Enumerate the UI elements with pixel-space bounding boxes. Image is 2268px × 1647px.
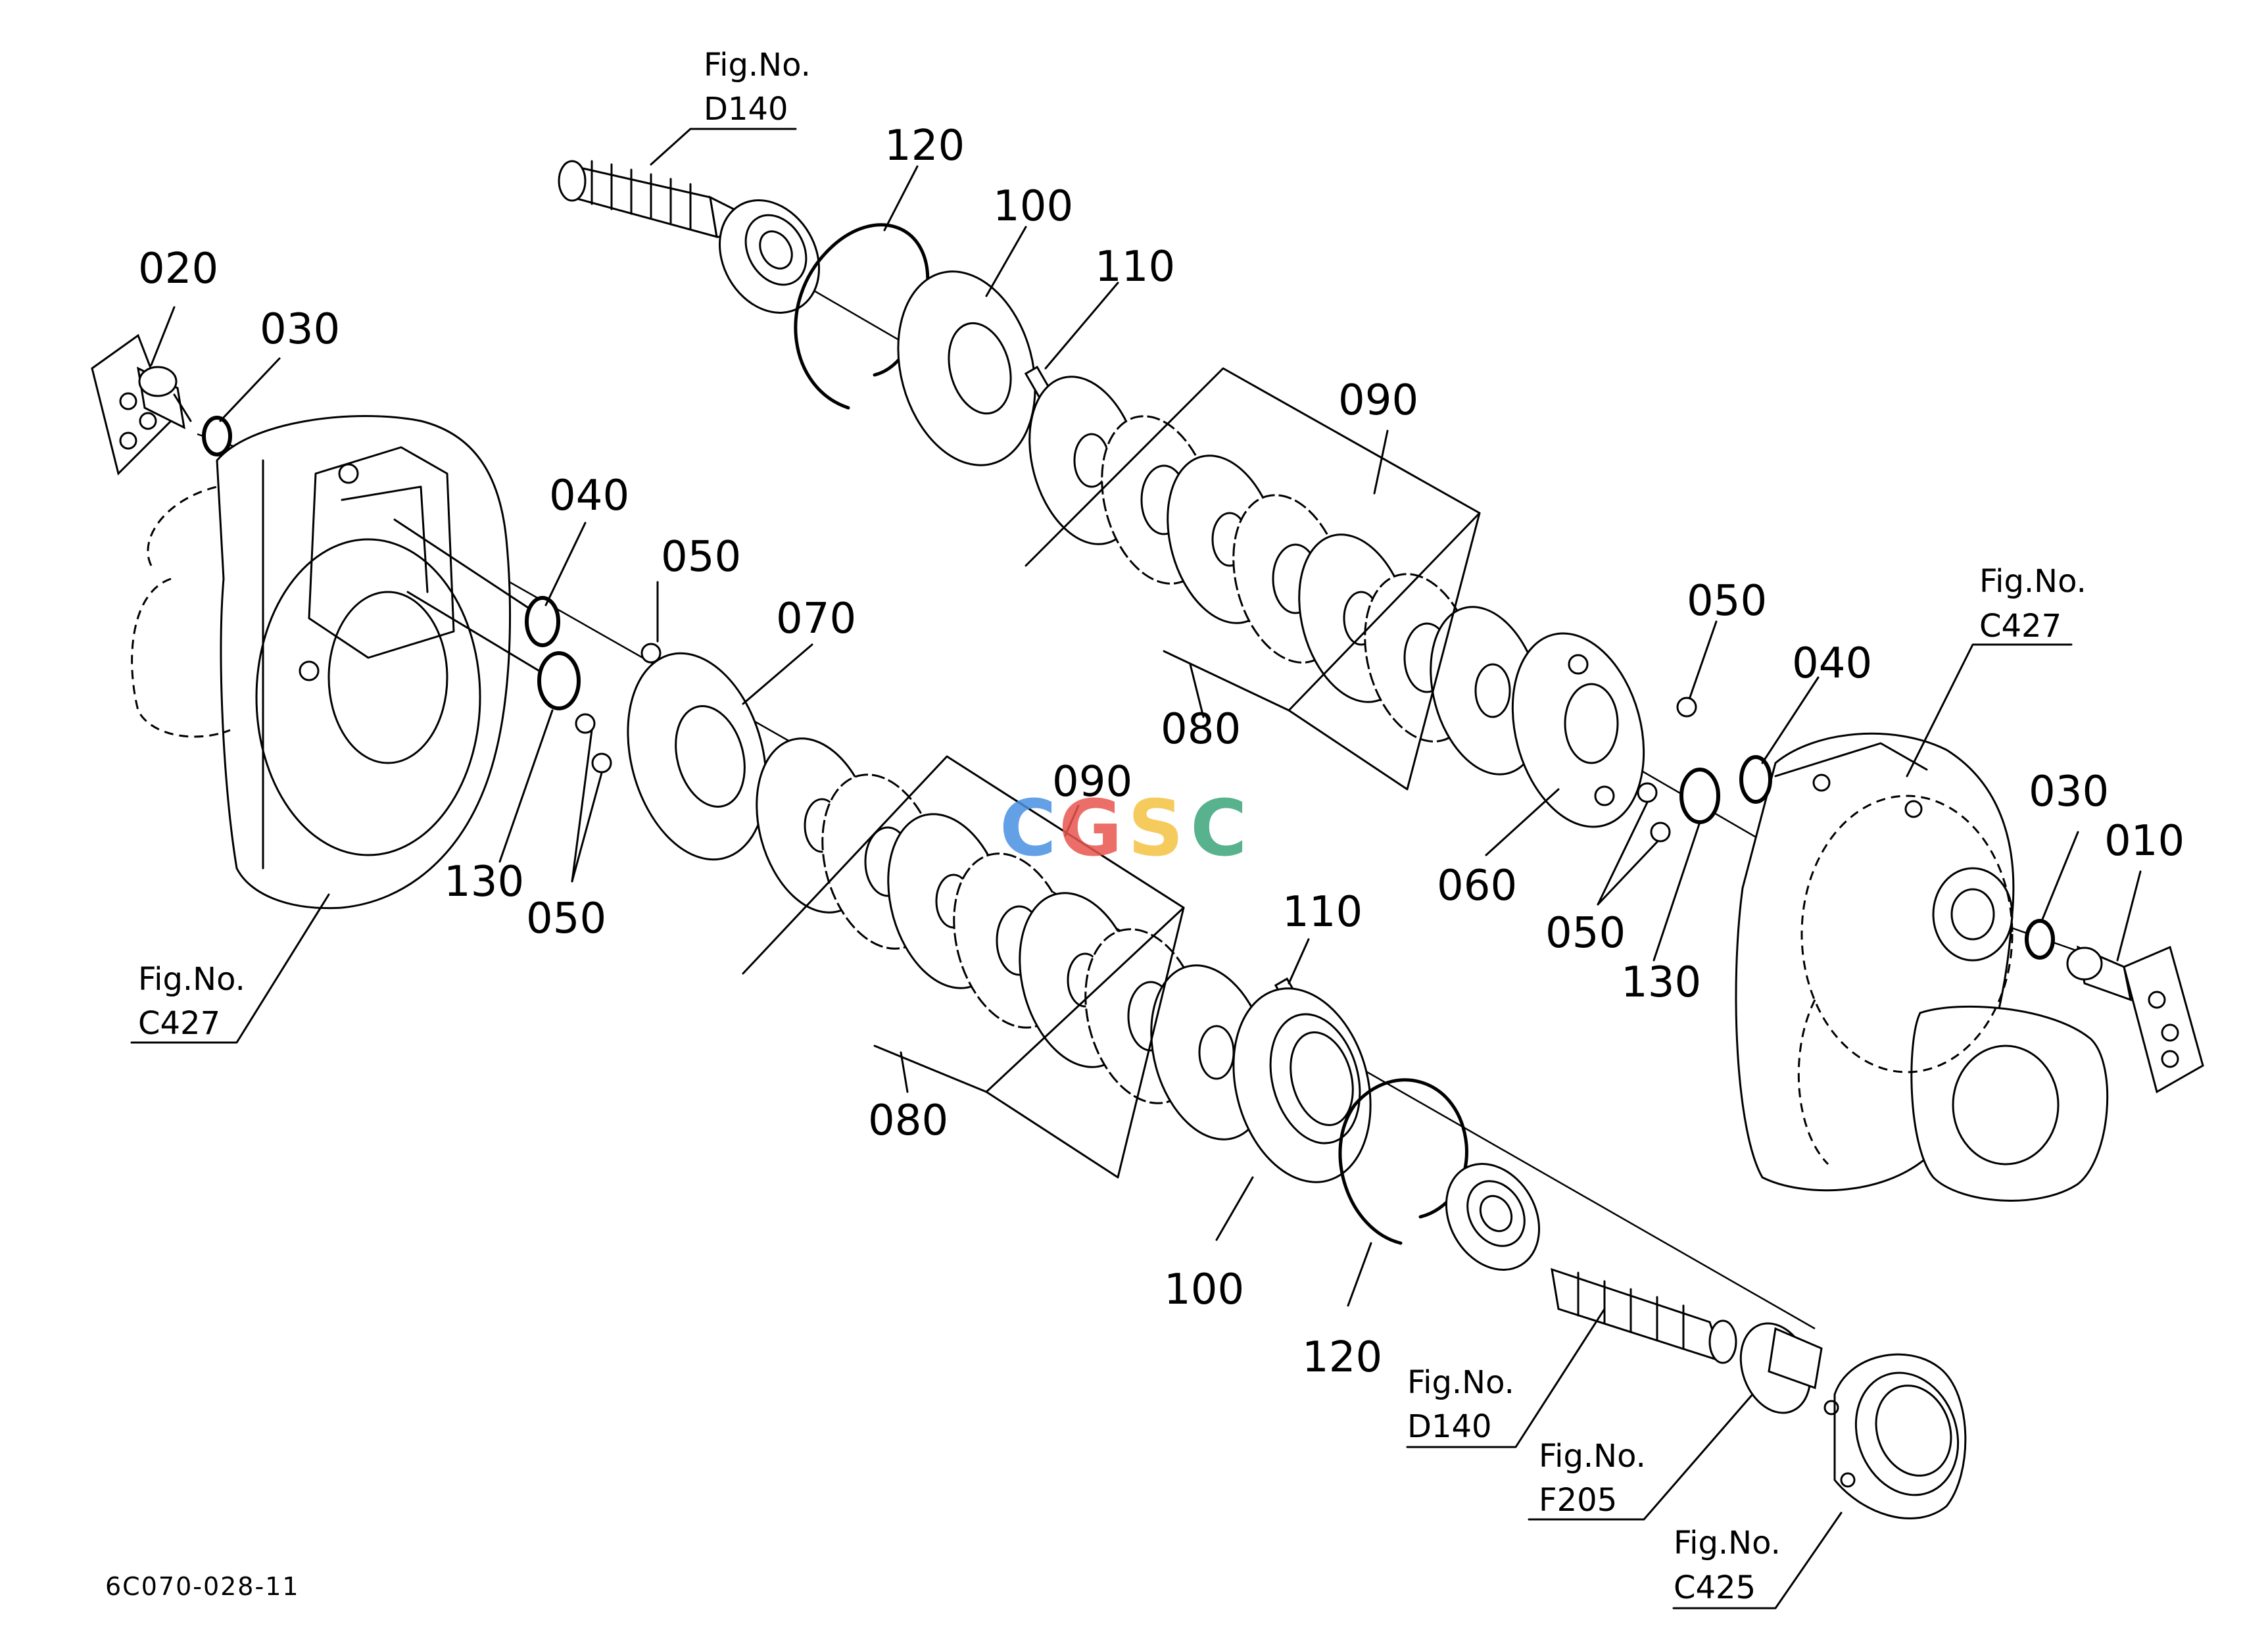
fig-ref-left-label: Fig.No. bbox=[138, 961, 245, 998]
label-020: 020 bbox=[138, 245, 218, 293]
fig-ref-housing-label: Fig.No. bbox=[1674, 1525, 1781, 1561]
watermark-letter-1: C bbox=[1000, 783, 1057, 873]
part-010-plate-pin bbox=[2066, 945, 2204, 1094]
fig-ref-right-label: Fig.No. bbox=[1979, 563, 2087, 600]
label-130-right: 130 bbox=[1621, 958, 1701, 1007]
part-130-ring-left bbox=[537, 651, 581, 710]
part-020-plate-pin bbox=[91, 333, 192, 476]
label-040-right: 040 bbox=[1792, 639, 1872, 688]
label-010: 010 bbox=[2104, 817, 2184, 866]
part-050-ball-right-low bbox=[1650, 822, 1671, 843]
label-110-lower: 110 bbox=[1282, 888, 1363, 937]
label-050-bottom-right: 050 bbox=[1545, 909, 1626, 958]
left-transmission-case bbox=[131, 415, 541, 910]
part-050-ball-right-top bbox=[1676, 697, 1697, 718]
label-110-upper: 110 bbox=[1095, 243, 1175, 291]
part-number-labels: 020 030 120 100 110 090 040 050 070 050 … bbox=[138, 122, 2184, 1382]
right-transmission-case bbox=[1735, 732, 2109, 1202]
label-030-right: 030 bbox=[2029, 768, 2109, 816]
label-060: 060 bbox=[1437, 862, 1517, 910]
label-040-left: 040 bbox=[549, 472, 629, 520]
label-080-upper: 080 bbox=[1161, 705, 1241, 754]
label-100-upper: 100 bbox=[993, 182, 1073, 231]
coupling-f205 bbox=[1739, 1322, 1823, 1414]
part-100-piston-lower bbox=[1232, 987, 1372, 1183]
label-120-upper: 120 bbox=[884, 122, 965, 170]
fig-ref-top-code: D140 bbox=[704, 91, 788, 128]
label-050-bottom-left: 050 bbox=[526, 895, 606, 943]
part-040-ring-left bbox=[525, 596, 560, 647]
figure-references: Fig.No. D140 Fig.No. C427 Fig.No. C427 F… bbox=[138, 47, 2087, 1606]
fig-ref-coupling-label: Fig.No. bbox=[1539, 1438, 1646, 1475]
watermark-letter-3: S bbox=[1128, 783, 1184, 873]
part-070-plate bbox=[627, 652, 767, 861]
lower-splined-shaft bbox=[1551, 1267, 1737, 1364]
lower-stack-brackets bbox=[742, 755, 1185, 1179]
leader-lines bbox=[130, 128, 2142, 1610]
part-050-ball-left-b bbox=[591, 752, 612, 774]
label-090-lower: 090 bbox=[1052, 758, 1132, 806]
part-050-ball-right-mid bbox=[1637, 782, 1658, 803]
part-060-plate bbox=[1511, 632, 1645, 828]
fig-ref-bottom-shaft-code: D140 bbox=[1407, 1408, 1492, 1445]
label-130-left: 130 bbox=[444, 858, 524, 906]
part-030-oring-left bbox=[202, 416, 232, 456]
part-050-ball-left-a bbox=[575, 713, 596, 734]
label-030-left: 030 bbox=[260, 305, 340, 354]
label-080-lower: 080 bbox=[868, 1096, 948, 1145]
upper-stack-brackets bbox=[1025, 367, 1481, 791]
label-090-upper: 090 bbox=[1338, 376, 1418, 425]
part-030-oring-right bbox=[2025, 919, 2055, 960]
fig-ref-housing-code: C425 bbox=[1674, 1569, 1756, 1606]
fig-ref-bottom-shaft-label: Fig.No. bbox=[1407, 1364, 1514, 1401]
watermark-letter-4: C bbox=[1190, 783, 1247, 873]
cgsc-watermark: C G S C bbox=[1000, 783, 1247, 873]
label-050-top-right: 050 bbox=[1687, 577, 1767, 626]
label-050-top-left: 050 bbox=[661, 533, 741, 581]
part-100-plate-upper bbox=[897, 270, 1036, 466]
fig-ref-top-label: Fig.No. bbox=[704, 47, 811, 84]
fig-ref-right-code: C427 bbox=[1979, 608, 2062, 645]
watermark-letter-2: G bbox=[1059, 783, 1122, 873]
part-130-ring-right bbox=[1679, 768, 1720, 824]
lower-bearing bbox=[1445, 1163, 1541, 1271]
label-070: 070 bbox=[776, 595, 856, 643]
fig-ref-coupling-code: F205 bbox=[1539, 1482, 1617, 1519]
part-050-ball-left-top bbox=[640, 643, 662, 664]
label-100-lower: 100 bbox=[1164, 1266, 1244, 1314]
upper-clutch-disc-stack bbox=[1028, 376, 1543, 775]
fig-ref-left-code: C427 bbox=[138, 1005, 220, 1042]
part-040-ring-right bbox=[1739, 755, 1772, 804]
drawing-code: 6C070-028-11 bbox=[105, 1572, 300, 1601]
label-120-lower: 120 bbox=[1302, 1333, 1382, 1382]
upper-splined-shaft bbox=[558, 160, 738, 239]
bearing-housing-c425 bbox=[1823, 1353, 1967, 1520]
